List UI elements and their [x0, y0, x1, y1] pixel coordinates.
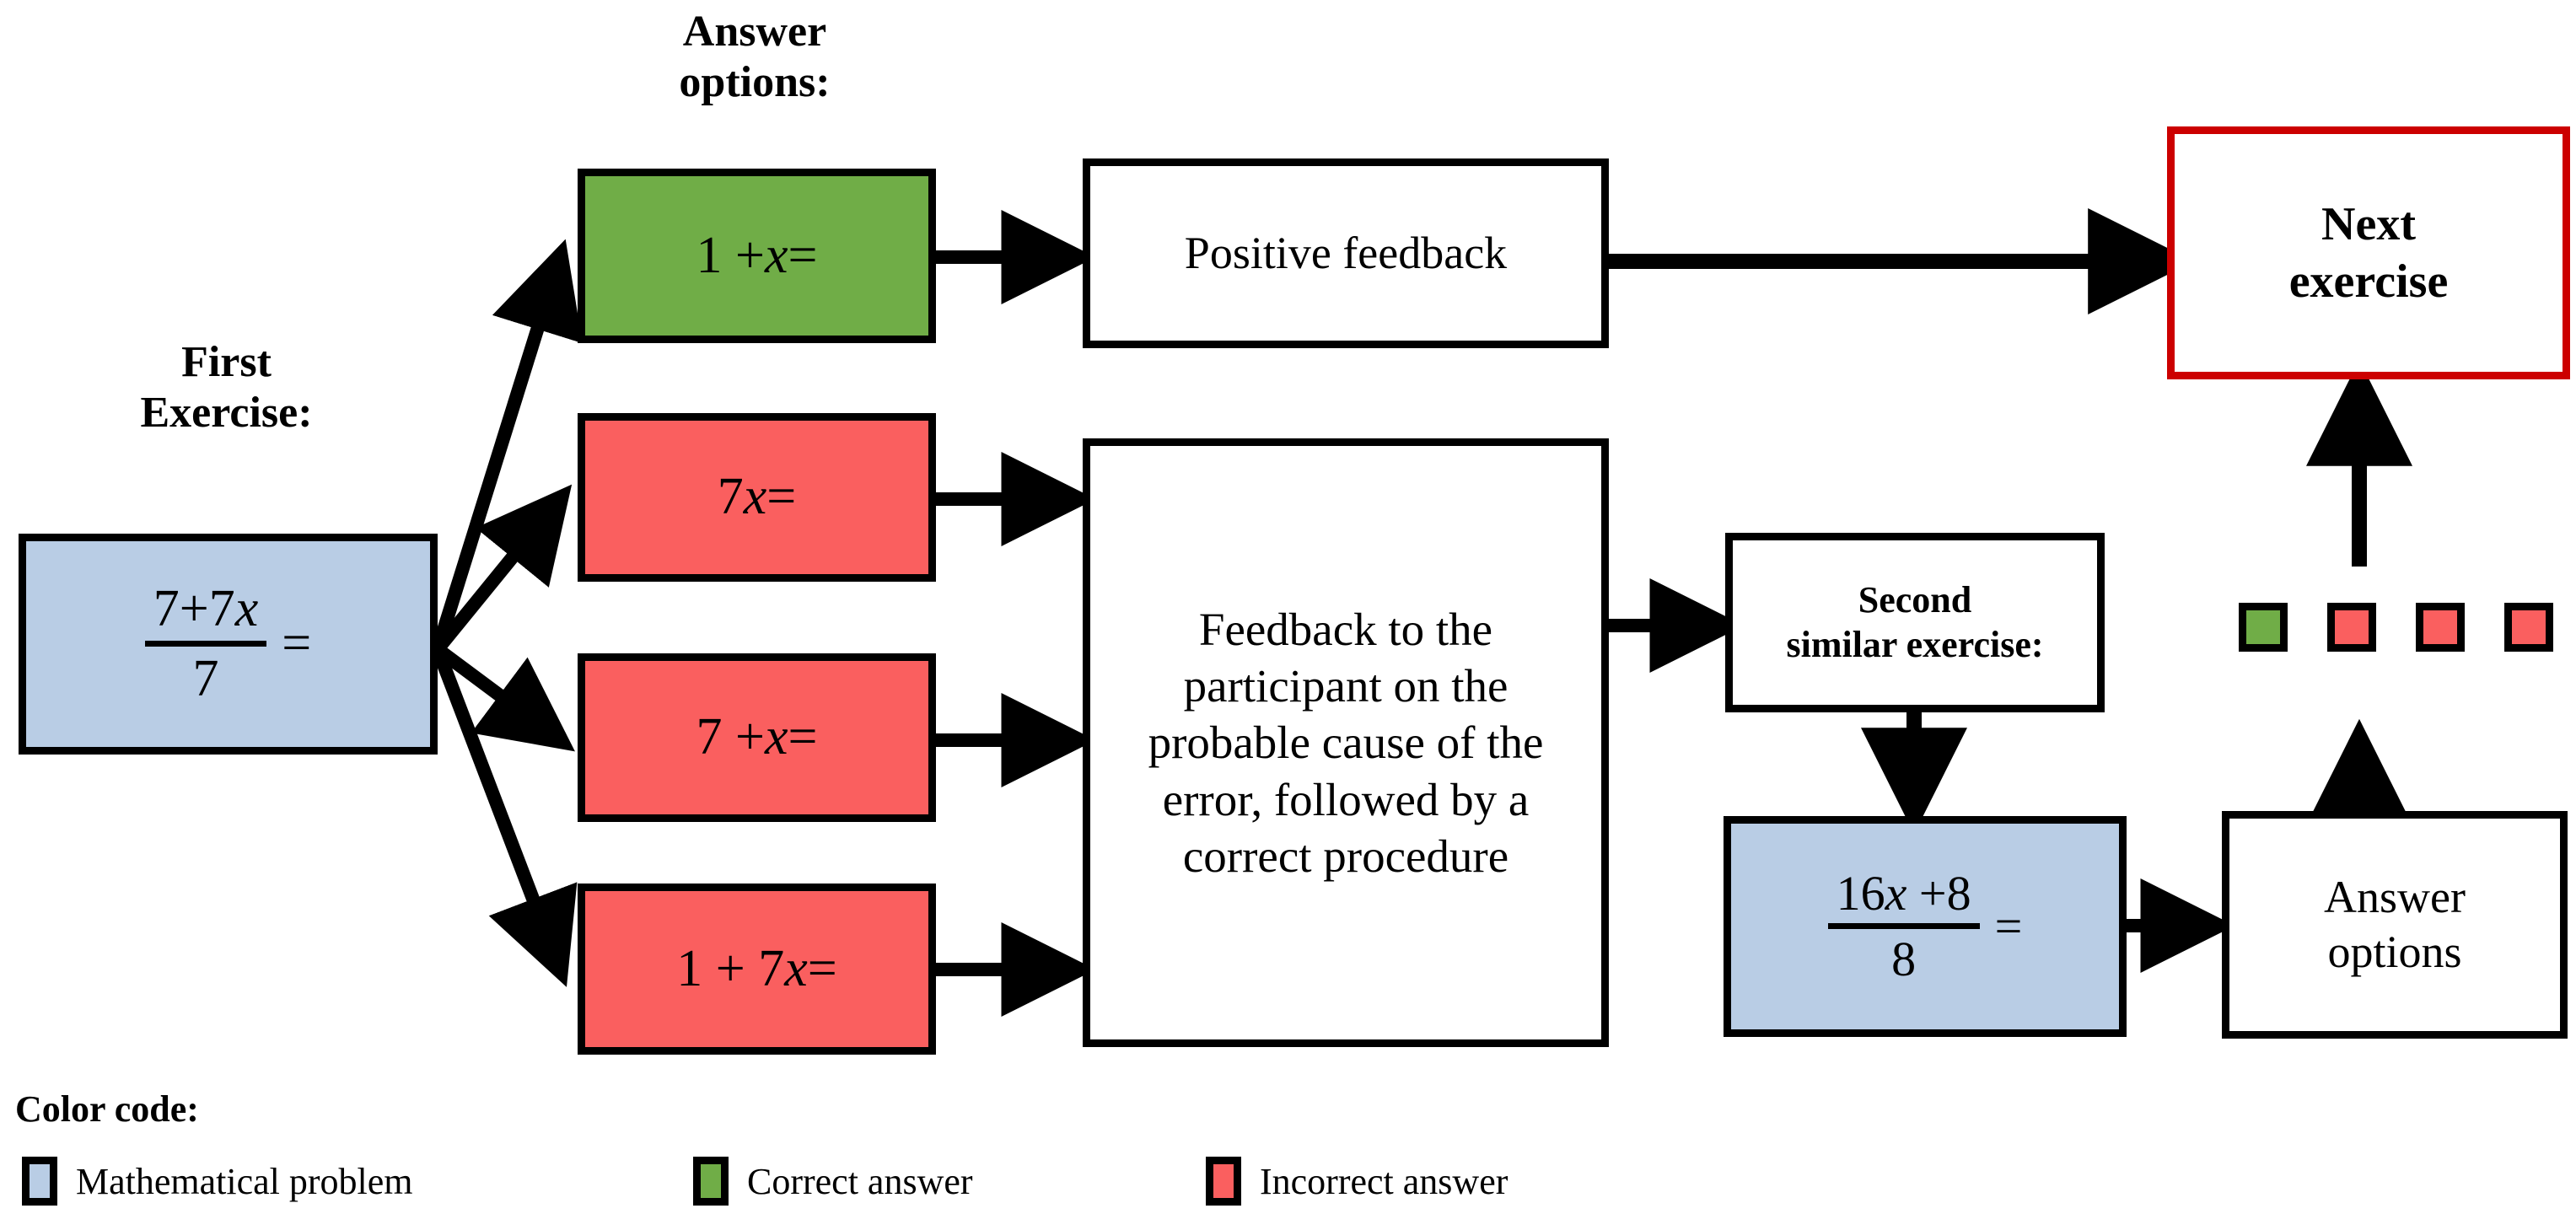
answer-options-box-line1: Answer: [2324, 872, 2466, 923]
second-exercise-equals: =: [1994, 898, 2023, 953]
first-exercise-numerator: 7+7x: [144, 580, 267, 647]
next-exercise-box[interactable]: Next exercise: [2167, 126, 2570, 379]
legend-item-correct: Correct answer: [693, 1157, 973, 1206]
answer-wrong-1-suffix: =: [766, 468, 797, 526]
answer-options-box-text: Answer options: [2324, 870, 2466, 980]
answer-options-heading-line1: Answer: [682, 8, 827, 56]
numerator-text: 7+7: [153, 580, 235, 638]
progress-square-2[interactable]: [2327, 603, 2376, 652]
first-exercise-equals: =: [282, 615, 312, 673]
second-exercise-fraction: 16x +8 8: [1827, 865, 1980, 987]
answer-options-box-line2: options: [2327, 927, 2462, 977]
first-exercise-label: First Exercise:: [19, 337, 434, 439]
legend-swatch-correct: [693, 1157, 729, 1206]
answer-correct-suffix: =: [788, 226, 818, 284]
next-exercise-line1: Next: [2321, 197, 2416, 250]
second-exercise-heading-box[interactable]: Second similar exercise:: [1725, 533, 2105, 712]
answer-options-heading-line2: options:: [679, 58, 831, 107]
second-exercise-numerator: 16x +8: [1827, 865, 1980, 929]
second-exercise-heading-line1: Second: [1858, 578, 1972, 620]
second-exercise-heading: Second similar exercise:: [1786, 578, 2043, 668]
second-numerator-variable: x: [1885, 865, 1907, 921]
fanout-arrows: [431, 239, 583, 987]
progress-square-1[interactable]: [2239, 603, 2288, 652]
first-exercise-denominator: 7: [192, 649, 219, 707]
first-exercise-expression: 7+7x 7 =: [144, 580, 312, 708]
answer-option-correct[interactable]: 1 + x =: [578, 169, 936, 343]
next-exercise-line2: exercise: [2288, 255, 2449, 308]
answer-correct-variable: x: [764, 226, 788, 284]
first-exercise-box[interactable]: 7+7x 7 =: [19, 534, 438, 755]
legend-title: Color code:: [15, 1088, 199, 1130]
second-numerator-const: +8: [1906, 865, 1971, 921]
legend-swatch-incorrect: [1206, 1157, 1241, 1206]
legend-swatch-math-problem: [22, 1157, 57, 1206]
answer-wrong-3-prefix: 1 + 7: [676, 939, 785, 997]
second-numerator-coef: 16: [1836, 865, 1885, 921]
answer-wrong-2-suffix: =: [788, 708, 818, 766]
legend-item-incorrect: Incorrect answer: [1206, 1157, 1508, 1206]
positive-feedback-box[interactable]: Positive feedback: [1083, 158, 1609, 348]
answer-option-wrong-2[interactable]: 7 + x =: [578, 653, 936, 822]
positive-feedback-text: Positive feedback: [1184, 228, 1508, 279]
legend-label-math-problem: Mathematical problem: [76, 1160, 413, 1202]
answer-options-heading: Answer options:: [578, 7, 932, 109]
first-exercise-label-line1: First: [181, 338, 272, 386]
second-exercise-heading-line2: similar exercise:: [1786, 623, 2044, 665]
arrow-wrong-to-feedback: [936, 452, 1096, 1017]
error-feedback-box[interactable]: Feedback to the participant on the proba…: [1083, 438, 1609, 1047]
answer-wrong-1-prefix: 7: [717, 468, 744, 526]
error-feedback-text: Feedback to the participant on the proba…: [1148, 604, 1544, 882]
answer-wrong-2-prefix: 7 +: [696, 708, 765, 766]
answer-wrong-3-variable: x: [784, 939, 808, 997]
legend-label-correct: Correct answer: [747, 1160, 973, 1202]
second-exercise-denominator: 8: [1891, 931, 1917, 986]
numerator-variable: x: [234, 580, 259, 638]
legend-label-incorrect: Incorrect answer: [1260, 1160, 1508, 1202]
legend-item-math-problem: Mathematical problem: [22, 1157, 413, 1206]
answer-correct-expression: 1 + x =: [696, 227, 818, 285]
first-exercise-fraction: 7+7x 7: [144, 580, 267, 708]
answer-options-box[interactable]: Answer options: [2222, 811, 2568, 1039]
answer-wrong-1-variable: x: [743, 468, 767, 526]
progress-square-4[interactable]: [2504, 603, 2553, 652]
first-exercise-label-line2: Exercise:: [140, 389, 313, 438]
next-exercise-text: Next exercise: [2289, 196, 2449, 311]
answer-wrong-2-variable: x: [764, 708, 788, 766]
answer-wrong-2-expression: 7 + x =: [696, 708, 818, 766]
second-exercise-math-box[interactable]: 16x +8 8 =: [1724, 816, 2127, 1037]
progress-square-3[interactable]: [2416, 603, 2465, 652]
answer-correct-prefix: 1 +: [696, 226, 765, 284]
answer-wrong-3-suffix: =: [807, 939, 837, 997]
second-exercise-expression: 16x +8 8 =: [1827, 865, 2023, 987]
